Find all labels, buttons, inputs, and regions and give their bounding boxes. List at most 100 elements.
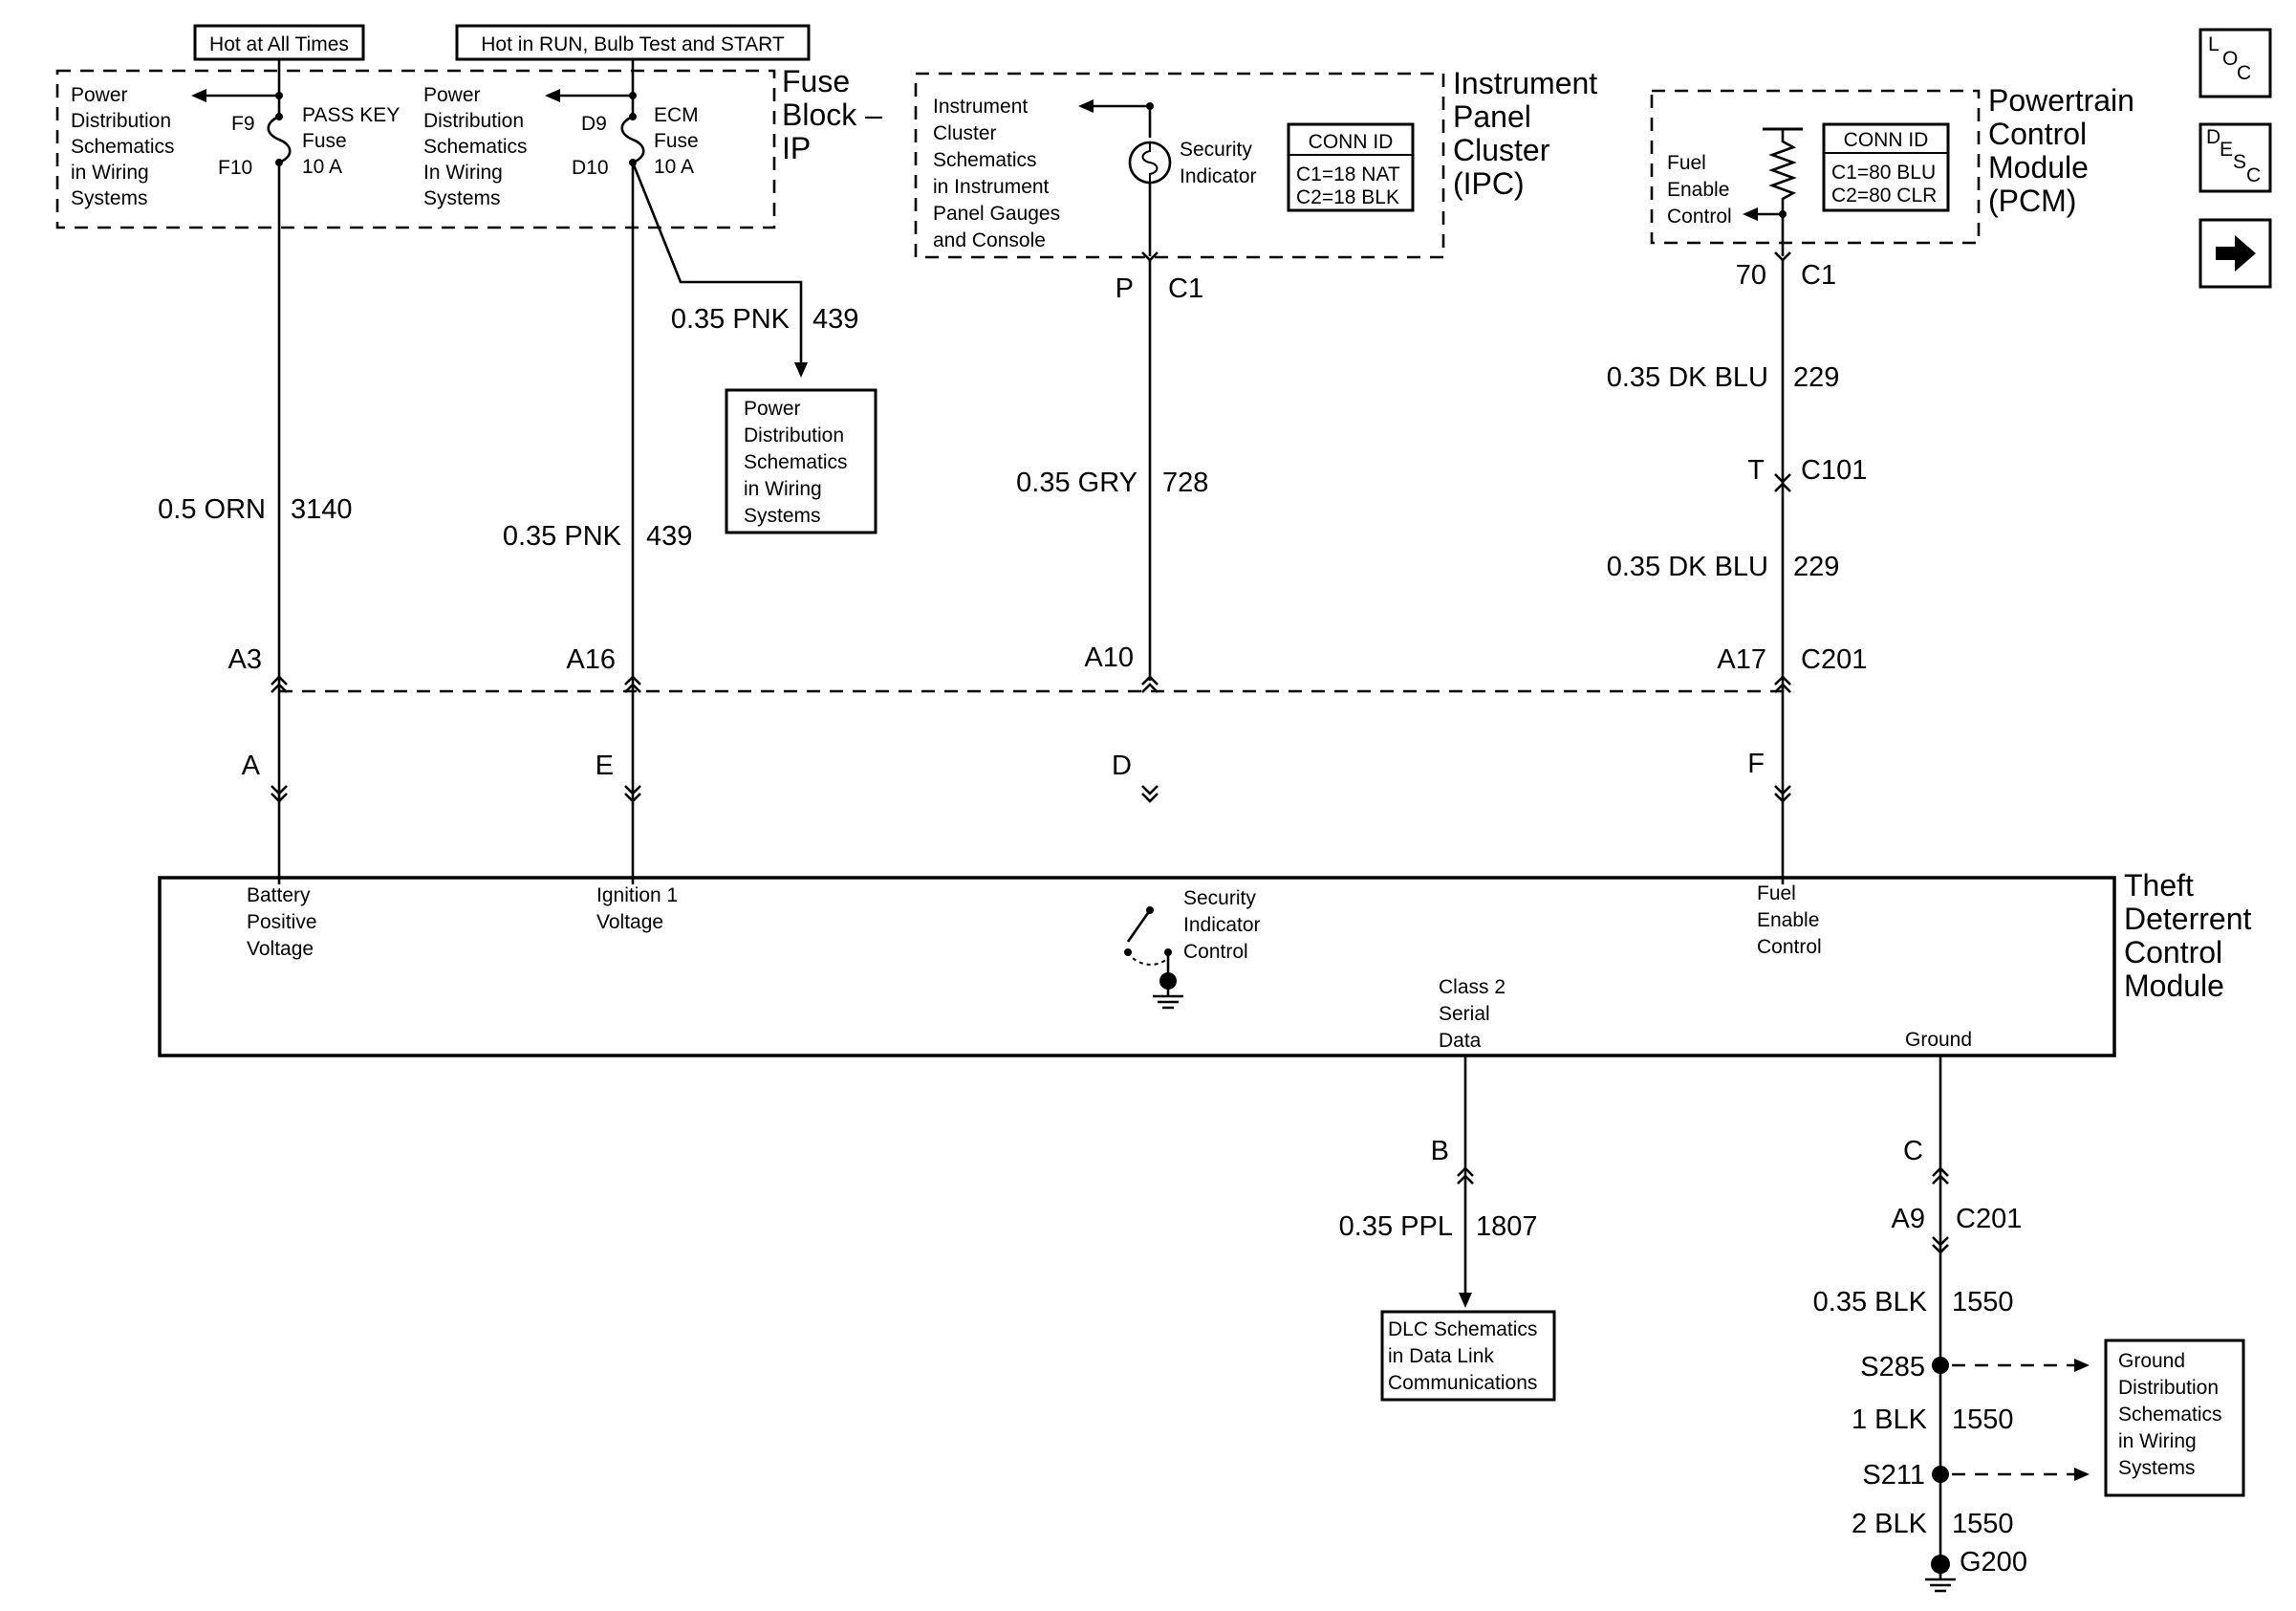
- svg-text:L: L: [2208, 33, 2220, 55]
- arrow-down-icon: [794, 362, 808, 378]
- svg-text:Ground: Ground: [2118, 1350, 2185, 1372]
- arrow-left-icon: [545, 89, 560, 102]
- location-button[interactable]: L O C: [2199, 28, 2272, 98]
- svg-text:Control: Control: [1757, 936, 1822, 958]
- ignition-voltage-label: Ignition 1 Voltage: [596, 884, 678, 933]
- svg-text:F9: F9: [231, 113, 255, 135]
- svg-text:0.35 BLK: 0.35 BLK: [1813, 1287, 1928, 1317]
- battery-positive-voltage-label: Battery Positive Voltage: [247, 884, 317, 960]
- svg-text:1550: 1550: [1952, 1404, 2014, 1435]
- svg-text:DLC Schematics: DLC Schematics: [1388, 1318, 1537, 1340]
- arrow-right-icon: [2216, 235, 2256, 272]
- svg-text:in Instrument: in Instrument: [933, 176, 1050, 198]
- svg-text:Schematics: Schematics: [933, 149, 1037, 171]
- svg-text:C1: C1: [1168, 273, 1203, 304]
- svg-text:1550: 1550: [1952, 1287, 2014, 1317]
- ipc-conn-row: C2=18 BLK: [1296, 186, 1399, 208]
- ground-icon: [1153, 972, 1183, 1010]
- svg-text:A: A: [242, 751, 261, 781]
- power-distribution-ref-right[interactable]: Power Distribution Schematics In Wiring …: [423, 84, 528, 209]
- svg-text:Control: Control: [1183, 941, 1248, 963]
- wire-label-orn: 0.5 ORN 3140: [158, 494, 352, 525]
- wire-label-blk-2: 2 BLK 1550: [1852, 1509, 2014, 1539]
- svg-text:0.35 GRY: 0.35 GRY: [1016, 468, 1137, 498]
- svg-text:3140: 3140: [291, 494, 353, 525]
- svg-text:Systems: Systems: [71, 187, 148, 209]
- svg-text:Distribution: Distribution: [2118, 1377, 2219, 1399]
- svg-text:229: 229: [1793, 552, 1839, 582]
- svg-text:Deterrent: Deterrent: [2124, 902, 2252, 936]
- wire-label-blk-035: 0.35 BLK 1550: [1813, 1287, 2014, 1317]
- svg-text:Power: Power: [423, 84, 481, 106]
- svg-text:(IPC): (IPC): [1453, 166, 1525, 201]
- svg-text:E: E: [2220, 139, 2233, 161]
- svg-text:D9: D9: [581, 113, 607, 135]
- svg-text:F: F: [1747, 749, 1765, 779]
- fuse-block-title: Fuse Block – IP: [782, 64, 882, 165]
- pcm-conn-row: C1=80 BLU: [1831, 162, 1936, 184]
- next-page-button[interactable]: [2199, 218, 2272, 289]
- svg-text:(PCM): (PCM): [1988, 184, 2076, 218]
- svg-text:in Wiring: in Wiring: [2118, 1430, 2197, 1452]
- svg-text:Schematics: Schematics: [744, 451, 848, 473]
- wire-label-pnk: 0.35 PNK 439: [503, 521, 693, 552]
- svg-text:10 A: 10 A: [654, 156, 694, 178]
- svg-text:S: S: [2233, 151, 2246, 173]
- svg-text:in Data Link: in Data Link: [1388, 1345, 1494, 1367]
- svg-text:D: D: [1112, 751, 1132, 781]
- svg-text:Indicator: Indicator: [1180, 165, 1257, 187]
- power-distribution-ref-left[interactable]: Power Distribution Schematics in Wiring …: [71, 84, 175, 209]
- arrow-left-icon: [1743, 207, 1758, 221]
- ground-distribution-ref-box[interactable]: [2104, 1339, 2245, 1497]
- power-distribution-ref-box[interactable]: [725, 388, 877, 534]
- svg-text:Ignition 1: Ignition 1: [596, 884, 678, 906]
- svg-text:Voltage: Voltage: [247, 938, 314, 960]
- resistor-icon: [1768, 129, 1797, 214]
- wire-label-dkblu-top: 0.35 DK BLU 229: [1607, 362, 1840, 393]
- svg-text:G200: G200: [1960, 1547, 2027, 1578]
- svg-text:A17: A17: [1717, 644, 1766, 675]
- svg-text:1807: 1807: [1476, 1211, 1538, 1242]
- svg-text:70: 70: [1736, 260, 1766, 291]
- svg-text:S285: S285: [1860, 1352, 1925, 1382]
- bulb-icon: [1141, 143, 1159, 182]
- class2-serial-data-label: Class 2 Serial Data: [1439, 976, 1505, 1052]
- svg-text:Positive: Positive: [247, 911, 317, 933]
- svg-text:Fuel: Fuel: [1667, 152, 1706, 174]
- svg-text:1550: 1550: [1952, 1509, 2014, 1539]
- svg-text:Powertrain: Powertrain: [1988, 83, 2134, 118]
- pcm-title: Powertrain Control Module (PCM): [1988, 83, 2134, 218]
- passkey-fuse: F9 F10 PASS KEY Fuse 10 A: [218, 96, 400, 179]
- svg-text:0.35 PNK: 0.35 PNK: [671, 304, 791, 335]
- ipc-conn-row: C1=18 NAT: [1296, 163, 1400, 185]
- svg-text:10 A: 10 A: [302, 156, 342, 178]
- svg-text:A3: A3: [228, 644, 262, 675]
- theft-deterrent-module-box: [158, 876, 2116, 1057]
- svg-text:E: E: [596, 751, 614, 781]
- svg-text:D: D: [2206, 126, 2220, 148]
- svg-text:0.35 PPL: 0.35 PPL: [1339, 1211, 1453, 1242]
- svg-text:PASS KEY: PASS KEY: [302, 104, 400, 126]
- arrow-down-icon: [1459, 1293, 1472, 1308]
- svg-text:2 BLK: 2 BLK: [1852, 1509, 1928, 1539]
- svg-text:in Wiring: in Wiring: [71, 162, 149, 184]
- svg-text:S211: S211: [1862, 1460, 1925, 1491]
- svg-text:Theft: Theft: [2124, 868, 2194, 903]
- instrument-cluster-ref[interactable]: Instrument Cluster Schematics in Instrum…: [933, 96, 1060, 251]
- wire-label-blk-1: 1 BLK 1550: [1852, 1404, 2014, 1435]
- svg-text:Distribution: Distribution: [744, 425, 844, 446]
- ground-distribution-ref: Ground Distribution Schematics in Wiring…: [2118, 1350, 2222, 1479]
- svg-text:Enable: Enable: [1667, 179, 1729, 201]
- description-button[interactable]: D E S C: [2199, 122, 2272, 193]
- svg-text:F10: F10: [218, 157, 252, 179]
- c101-connector: T C101: [1747, 455, 1867, 492]
- dlc-ref-box[interactable]: [1380, 1310, 1556, 1402]
- module-pin-labels: A E D F: [242, 749, 1765, 781]
- svg-text:Control: Control: [2124, 935, 2222, 969]
- svg-text:C101: C101: [1801, 455, 1867, 486]
- svg-text:Voltage: Voltage: [596, 911, 663, 933]
- svg-text:Fuse: Fuse: [302, 130, 347, 152]
- svg-text:Enable: Enable: [1757, 909, 1819, 931]
- splice-s285: S285: [1860, 1352, 2090, 1382]
- svg-text:Control: Control: [1667, 206, 1732, 228]
